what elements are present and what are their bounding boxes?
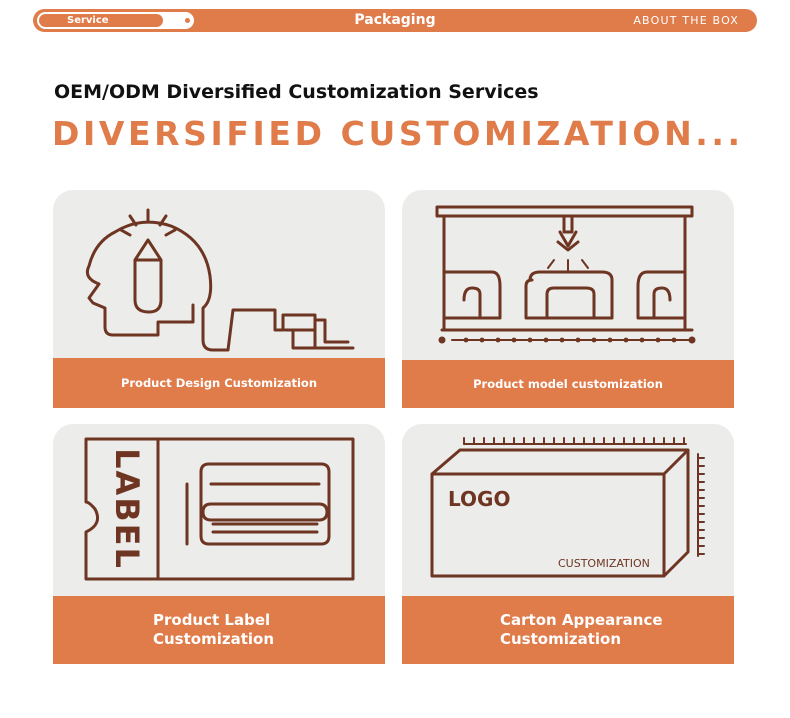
caption-line1: Carton Appearance	[500, 611, 663, 629]
carton-box-icon: LOGO CUSTOMIZATION	[430, 437, 705, 578]
card-caption: Carton Appearance Customization	[402, 596, 734, 664]
box-customization-text: CUSTOMIZATION	[558, 557, 650, 570]
head-pencil-icon	[85, 208, 355, 352]
top-nav-bar: Service Packaging ABOUT THE BOX	[33, 9, 757, 32]
assembly-line-icon	[435, 205, 694, 341]
toggle-dot-icon	[185, 18, 190, 23]
page-big-title: DIVERSIFIED CUSTOMIZATION...	[52, 114, 744, 153]
service-label: Service	[67, 15, 109, 26]
card-carton-appearance[interactable]: LOGO CUSTOMIZATION Carton Appearance Cus…	[402, 424, 734, 664]
label-text: LABEL	[108, 448, 146, 570]
about-the-box-link[interactable]: ABOUT THE BOX	[633, 14, 739, 27]
label-tag-icon: LABEL	[84, 437, 355, 581]
caption-line1: Product Label	[153, 611, 271, 629]
service-toggle-track	[39, 14, 163, 27]
service-toggle[interactable]: Service	[37, 12, 194, 29]
card-product-design[interactable]: Product Design Customization	[53, 190, 385, 408]
card-caption: Product model customization	[402, 360, 734, 408]
page-heading: OEM/ODM Diversified Customization Servic…	[54, 81, 539, 103]
caption-line2: Customization	[500, 630, 622, 648]
card-caption: Product Label Customization	[53, 596, 385, 664]
card-product-model[interactable]: Product model customization	[402, 190, 734, 408]
conveyor-rollers-icon	[438, 336, 696, 344]
card-caption: Product Design Customization	[53, 358, 385, 408]
caption-line2: Customization	[153, 630, 275, 648]
nav-title: Packaging	[354, 12, 436, 28]
logo-text: LOGO	[448, 487, 510, 511]
card-product-label[interactable]: LABEL Product Label Customization	[53, 424, 385, 664]
